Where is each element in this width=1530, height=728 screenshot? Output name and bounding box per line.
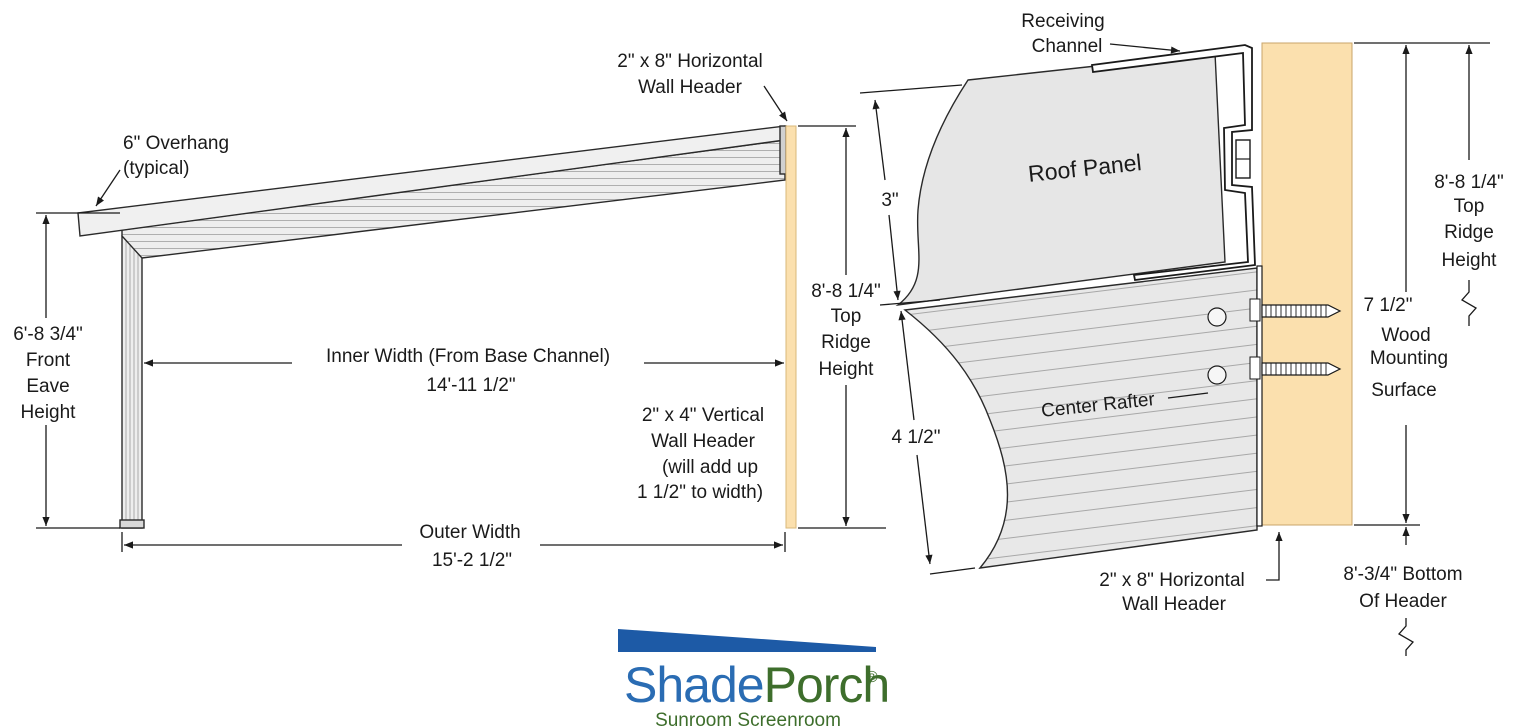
shadeporch-logo: ShadePorch ® Sunroom Screenroom bbox=[618, 629, 890, 728]
center-rafter bbox=[903, 267, 1258, 569]
roof-panel bbox=[895, 52, 1226, 307]
horiz-header-top-label-1: 2" x 8" Horizontal bbox=[617, 51, 763, 72]
wood-surface-label-1: 7 1/2" bbox=[1363, 295, 1412, 316]
receiving-channel-label-2: Channel bbox=[1032, 36, 1103, 57]
wood-surface-label-3: Mounting bbox=[1370, 348, 1448, 369]
overhang-label-1: 6" Overhang bbox=[123, 133, 229, 154]
mid-ridge-label-2: Top bbox=[831, 306, 862, 327]
wood-surface-label-2: Wood bbox=[1381, 325, 1430, 346]
front-post bbox=[121, 235, 143, 529]
bottom-header-label-2: Of Header bbox=[1359, 591, 1447, 612]
logo-word-shade: Shade bbox=[624, 657, 764, 713]
detail-view: Receiving Channel Roof Panel Center Raft… bbox=[859, 11, 1504, 656]
horiz-header-top-label-2: Wall Header bbox=[638, 77, 743, 98]
front-eave-label-1: 6'-8 3/4" bbox=[13, 324, 83, 345]
inner-width-value: 14'-11 1/2" bbox=[426, 375, 515, 396]
outer-width-label: Outer Width bbox=[419, 522, 520, 543]
break-mark-upper bbox=[1460, 280, 1478, 326]
wood-surface-label-4: Surface bbox=[1371, 380, 1436, 401]
horiz-header-bottom-label-2: Wall Header bbox=[1122, 594, 1227, 615]
side-view: 6" Overhang (typical) 6'-8 3/4" Front Ea… bbox=[13, 51, 886, 571]
right-ridge-label-4: Height bbox=[1442, 250, 1498, 271]
vert-header-label-3: (will add up bbox=[662, 457, 758, 478]
wood-mounting-surface bbox=[1261, 42, 1353, 526]
front-eave-label-4: Height bbox=[21, 402, 77, 423]
logo-wordmark: ShadePorch bbox=[624, 657, 889, 713]
mid-ridge-label-3: Ridge bbox=[821, 332, 871, 353]
dim-4half-label: 4 1/2" bbox=[891, 427, 940, 448]
inner-width-label: Inner Width (From Base Channel) bbox=[326, 346, 610, 367]
receiving-channel bbox=[1090, 44, 1256, 281]
overhang-label-2: (typical) bbox=[123, 158, 190, 179]
right-ridge-label-2: Top bbox=[1454, 196, 1485, 217]
front-eave-label-3: Eave bbox=[26, 376, 69, 397]
logo-registered-mark: ® bbox=[866, 669, 878, 686]
right-ridge-label-1: 8'-8 1/4" bbox=[1434, 172, 1504, 193]
outer-width-value: 15'-2 1/2" bbox=[432, 550, 512, 571]
bottom-header-label-1: 8'-3/4" Bottom bbox=[1343, 564, 1462, 585]
lag-screw-upper bbox=[1207, 298, 1342, 327]
logo-bar bbox=[618, 629, 876, 652]
header-bracket bbox=[779, 125, 787, 175]
right-ridge-label-3: Ridge bbox=[1444, 222, 1494, 243]
mid-ridge-label-4: Height bbox=[819, 359, 875, 380]
logo-tagline: Sunroom Screenroom bbox=[655, 710, 841, 728]
lag-screw-lower bbox=[1207, 356, 1342, 385]
vertical-wall-header bbox=[785, 125, 797, 529]
mid-ridge-label-1: 8'-8 1/4" bbox=[811, 281, 881, 302]
dim-3in-label: 3" bbox=[881, 190, 898, 211]
break-mark-lower bbox=[1397, 618, 1415, 656]
logo-word-porch: Porch bbox=[764, 657, 890, 713]
vert-header-label-4: 1 1/2" to width) bbox=[637, 482, 763, 503]
receiving-channel-label-1: Receiving bbox=[1021, 11, 1104, 32]
horiz-header-bottom-label-1: 2" x 8" Horizontal bbox=[1099, 570, 1245, 591]
post-base-channel bbox=[119, 519, 145, 529]
front-eave-label-2: Front bbox=[26, 350, 71, 371]
vert-header-label-2: Wall Header bbox=[651, 431, 756, 452]
horizontal-wall-header-strip bbox=[1256, 265, 1263, 527]
vert-header-label-1: 2" x 4" Vertical bbox=[642, 405, 764, 426]
